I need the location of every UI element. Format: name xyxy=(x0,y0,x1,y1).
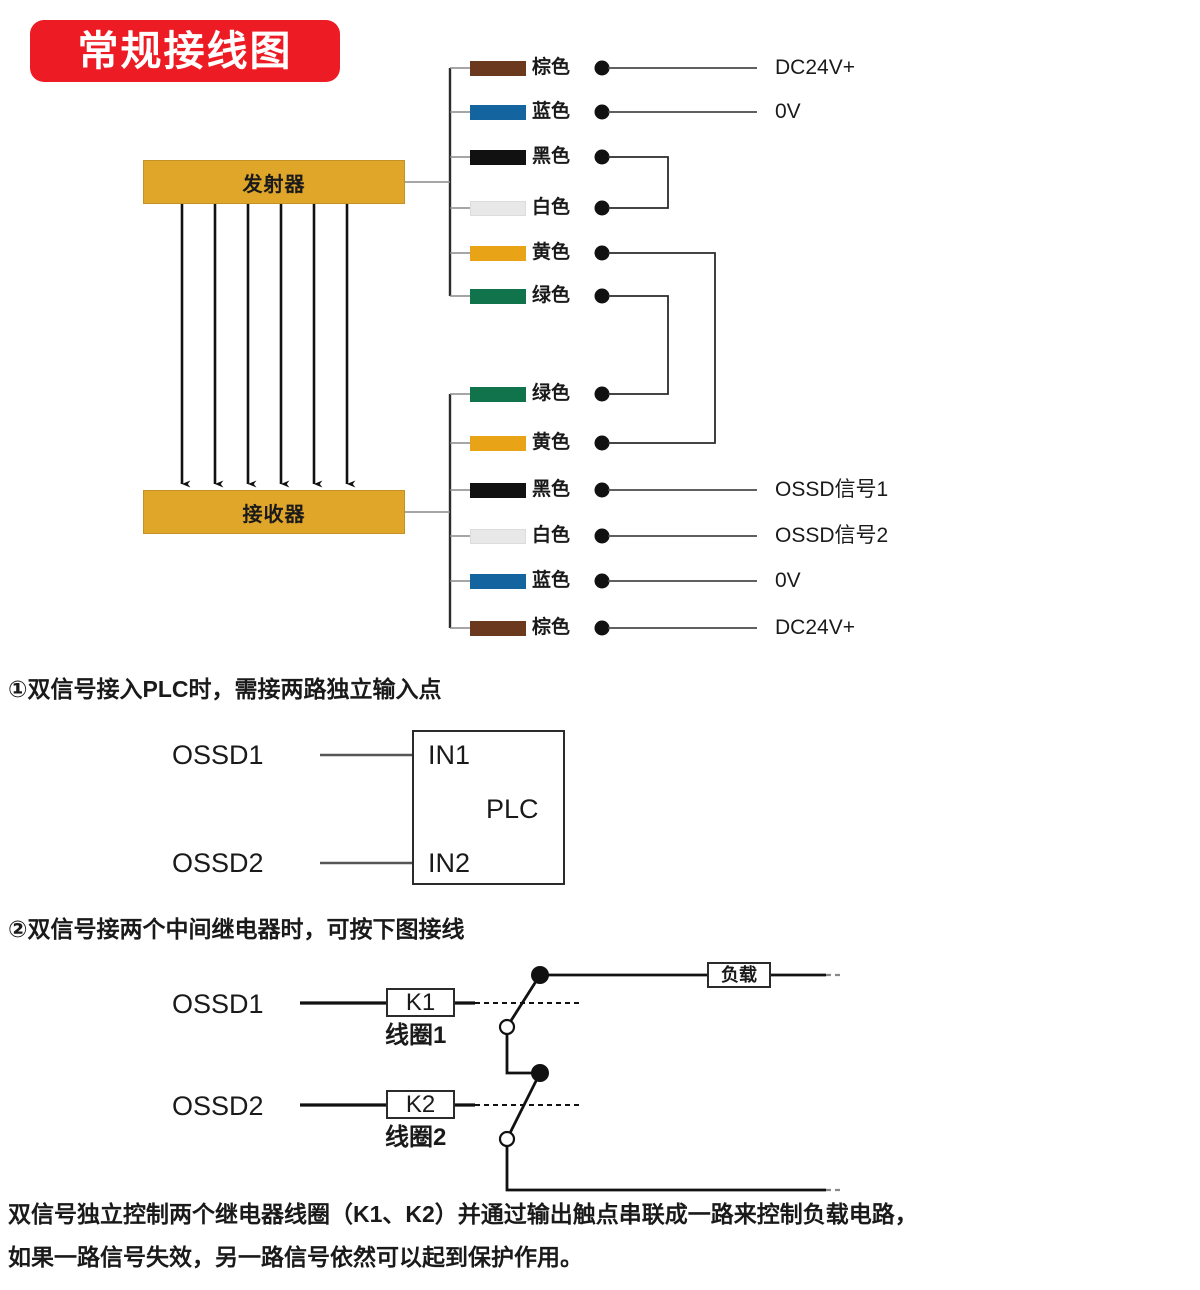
plc-connection-wires xyxy=(320,753,412,865)
wire-color-name: 黄色 xyxy=(532,432,571,453)
page-title: 常规接线图 xyxy=(77,27,293,74)
relay-k1-coil-label: 线圈1 xyxy=(385,1022,447,1049)
plc-terminal-2-label: IN2 xyxy=(428,848,471,878)
relay-k1-label: K1 xyxy=(405,988,436,1016)
wire-function-label: DC24V+ xyxy=(775,616,855,639)
light-beam-arrows xyxy=(180,204,356,488)
load-label: 负载 xyxy=(721,965,757,985)
receiver-label: 接收器 xyxy=(242,503,306,526)
relay-k2-box: K2 xyxy=(386,1090,455,1119)
summary-line-1: 双信号独立控制两个继电器线圈（K1、K2）并通过输出触点串联成一路来控制负载电路… xyxy=(8,1201,918,1227)
relay-input-1-label: OSSD1 xyxy=(172,989,264,1019)
plc-device-label: PLC xyxy=(486,794,539,824)
wire-color-name: 绿色 xyxy=(532,285,571,306)
receiver-box: 接收器 xyxy=(143,490,405,534)
wire-color-name: 白色 xyxy=(532,197,571,218)
note-one-text: ①双信号接入PLC时，需接两路独立输入点 xyxy=(8,676,442,702)
wire-color-swatch xyxy=(470,387,526,402)
relay-k2-label: K2 xyxy=(405,1090,436,1118)
wire-color-swatch xyxy=(470,574,526,589)
wire-color-swatch xyxy=(470,483,526,498)
wire-color-swatch xyxy=(470,621,526,636)
plc-input-1-label: OSSD1 xyxy=(172,740,264,770)
terminal-dots xyxy=(594,60,610,636)
wire-function-label: 0V xyxy=(775,100,801,123)
wire-color-swatch xyxy=(470,529,526,544)
wire-color-swatch xyxy=(470,436,526,451)
wire-color-swatch xyxy=(470,201,526,216)
wire-color-swatch xyxy=(470,289,526,304)
wire-color-name: 黑色 xyxy=(532,479,571,500)
wire-color-name: 黑色 xyxy=(532,146,571,167)
load-box: 负载 xyxy=(707,962,771,988)
wire-color-swatch xyxy=(470,105,526,120)
transmitter-box: 发射器 xyxy=(143,160,405,204)
relay-input-2-label: OSSD2 xyxy=(172,1091,264,1121)
relay-k2-coil-label: 线圈2 xyxy=(385,1124,447,1151)
wire-color-name: 蓝色 xyxy=(532,570,571,591)
wire-color-name: 蓝色 xyxy=(532,101,571,122)
plc-terminal-1-label: IN1 xyxy=(428,740,471,770)
plc-box xyxy=(412,730,565,885)
wire-color-name: 白色 xyxy=(532,525,571,546)
transmitter-label: 发射器 xyxy=(242,173,306,196)
wire-function-label: OSSD信号2 xyxy=(775,524,889,547)
plc-input-2-label: OSSD2 xyxy=(172,848,264,878)
wire-function-label: DC24V+ xyxy=(775,56,855,79)
transmitter-cable-bracket xyxy=(405,67,470,297)
page-title-badge: 常规接线图 xyxy=(30,20,340,82)
wire-color-name: 绿色 xyxy=(532,383,571,404)
wire-color-name: 棕色 xyxy=(532,617,571,638)
wire-color-name: 棕色 xyxy=(532,57,571,78)
wire-function-label: OSSD信号1 xyxy=(775,478,889,501)
relay-k1-box: K1 xyxy=(386,988,455,1017)
wire-color-swatch xyxy=(470,150,526,165)
wire-color-name: 黄色 xyxy=(532,242,571,263)
wire-run-lines xyxy=(608,67,757,629)
wire-color-swatch xyxy=(470,246,526,261)
note-two-text: ②双信号接两个中间继电器时，可按下图接线 xyxy=(8,916,465,942)
summary-line-2: 如果一路信号失效，另一路信号依然可以起到保护作用。 xyxy=(8,1244,583,1270)
relay-circuit-wires xyxy=(300,966,840,1192)
receiver-cable-bracket xyxy=(405,393,470,629)
wire-function-label: 0V xyxy=(775,569,801,592)
wire-color-swatch xyxy=(470,61,526,76)
